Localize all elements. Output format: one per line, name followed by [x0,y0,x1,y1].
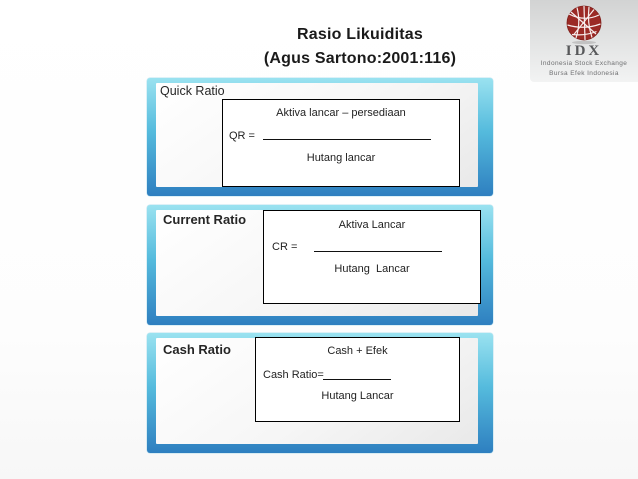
globe-icon [566,5,602,45]
idx-subtitle-english: Indonesia Stock Exchange [540,60,628,67]
quick-ratio-label: Quick Ratio [160,84,225,98]
current-ratio-denominator: Hutang Lancar [334,263,410,275]
current-ratio-section: Current Ratio Aktiva Lancar CR = Hutang … [147,205,493,325]
fraction-line [314,251,442,252]
quick-ratio-section: Quick Ratio Aktiva lancar – persediaan Q… [147,78,493,196]
current-ratio-label: Current Ratio [163,212,247,227]
cash-ratio-section: Cash Ratio Cash + Efek Cash Ratio= Hutan… [147,333,493,453]
cash-ratio-lhs: Cash Ratio= [263,369,324,381]
quick-ratio-formula-box: Aktiva lancar – persediaan QR = Hutang l… [222,99,460,187]
idx-subtitle-indonesian: Bursa Efek Indonesia [549,70,619,77]
fraction-line [323,379,391,380]
cash-ratio-numerator: Cash + Efek [327,345,388,357]
title-line-1: Rasio Likuiditas [297,26,423,43]
quick-ratio-denominator: Hutang lancar [306,152,376,164]
title-line-2: (Agus Sartono:2001:116) [263,50,457,67]
cash-ratio-label: Cash Ratio [163,342,231,357]
cash-ratio-formula-box: Cash + Efek Cash Ratio= Hutang Lancar [255,337,460,422]
quick-ratio-lhs: QR = [229,130,255,142]
cash-ratio-denominator: Hutang Lancar [321,390,394,402]
idx-logo: IDX Indonesia Stock Exchange Bursa Efek … [530,0,638,82]
idx-logo-text: IDX [565,43,603,59]
current-ratio-lhs: CR = [272,241,298,253]
slide-title: Rasio Likuiditas (Agus Sartono:2001:116) [220,23,500,71]
quick-ratio-numerator: Aktiva lancar – persediaan [276,107,406,119]
current-ratio-formula-box: Aktiva Lancar CR = Hutang Lancar [263,210,481,304]
fraction-line [263,139,431,140]
current-ratio-numerator: Aktiva Lancar [338,219,406,231]
